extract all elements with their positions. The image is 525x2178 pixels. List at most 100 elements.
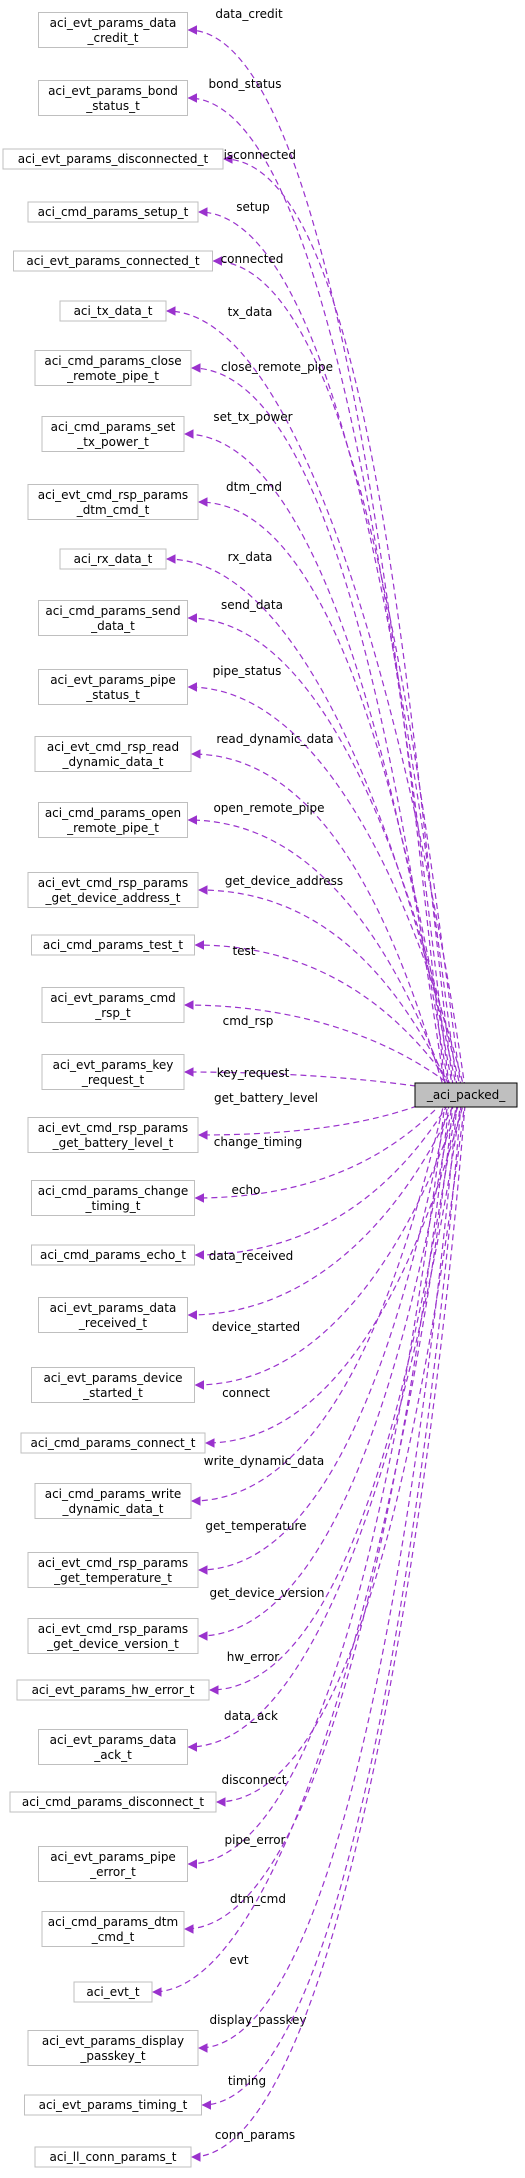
class-node[interactable]: aci_evt_cmd_rsp_read_dynamic_data_t: [34, 736, 192, 772]
class-node-box[interactable]: [27, 201, 199, 223]
class-node-box[interactable]: [41, 1911, 185, 1947]
edge-label: test: [232, 944, 255, 958]
edge-line: [152, 1103, 454, 1997]
class-node[interactable]: aci_evt_params_bond_status_t: [38, 80, 188, 116]
class-node-label: _request_t: [81, 1073, 145, 1087]
class-node-box[interactable]: [31, 934, 195, 956]
class-node-box[interactable]: [38, 80, 188, 116]
class-node[interactable]: aci_cmd_params_setup_t: [27, 201, 199, 223]
class-node[interactable]: aci_cmd_params_close_remote_pipe_t: [34, 350, 192, 386]
class-node[interactable]: aci_cmd_params_disconnect_t: [9, 1791, 217, 1813]
class-node-box[interactable]: [27, 2030, 199, 2066]
class-node[interactable]: aci_evt_params_data_ack_t: [38, 1729, 188, 1765]
class-node-box[interactable]: [34, 1483, 192, 1519]
class-node[interactable]: aci_cmd_params_dtm_cmd_t: [41, 1911, 185, 1947]
class-node-box[interactable]: [38, 600, 188, 636]
class-node-box[interactable]: [27, 872, 199, 908]
class-node[interactable]: aci_evt_params_device_started_t: [31, 1367, 195, 1403]
edge-label: data_credit: [215, 7, 283, 21]
class-node-box[interactable]: [27, 484, 199, 520]
class-node-box[interactable]: [38, 802, 188, 838]
class-node-box[interactable]: [24, 2094, 202, 2116]
class-node-box[interactable]: [38, 12, 188, 48]
class-node[interactable]: aci_evt_params_disconnected_t: [2, 148, 224, 170]
class-node[interactable]: aci_evt_cmd_rsp_params_get_temperature_t: [27, 1552, 199, 1588]
class-node[interactable]: aci_evt_cmd_rsp_params_get_device_versio…: [27, 1618, 199, 1654]
class-node-box[interactable]: [20, 1432, 206, 1454]
class-node[interactable]: aci_evt_cmd_rsp_params_get_device_addres…: [27, 872, 199, 908]
class-node[interactable]: aci_evt_params_display_passkey_t: [27, 2030, 199, 2066]
class-node-box[interactable]: [27, 1117, 199, 1153]
class-node[interactable]: aci_cmd_params_write_dynamic_data_t: [34, 1483, 192, 1519]
class-node[interactable]: aci_evt_params_key_request_t: [41, 1054, 185, 1090]
class-node[interactable]: aci_evt_params_data_received_t: [38, 1297, 188, 1333]
edge-line: [198, 497, 454, 1090]
edge-line: [191, 1104, 466, 2162]
class-node-box[interactable]: [9, 1791, 217, 1813]
class-node[interactable]: aci_evt_params_timing_t: [24, 2094, 202, 2116]
class-node-box[interactable]: [34, 350, 192, 386]
main-node-group[interactable]: _aci_packed_: [414, 1082, 518, 1108]
class-node-box[interactable]: [41, 416, 185, 452]
class-node[interactable]: aci_rx_data_t: [59, 548, 167, 570]
edge-line: [166, 306, 466, 1088]
edge-label: key_request: [217, 1066, 290, 1080]
class-node-label: aci_cmd_params_set: [51, 420, 176, 434]
class-node-box[interactable]: [27, 1552, 199, 1588]
class-node[interactable]: aci_evt_params_data_credit_t: [38, 12, 188, 48]
class-node-box[interactable]: [59, 548, 167, 570]
class-node[interactable]: aci_evt_cmd_rsp_params_dtm_cmd_t: [27, 484, 199, 520]
edge-label: set_tx_power: [213, 410, 292, 424]
class-node-box[interactable]: [41, 1054, 185, 1090]
edge-label: read_dynamic_data: [216, 732, 333, 746]
class-node-box[interactable]: [41, 987, 185, 1023]
class-node[interactable]: aci_cmd_params_connect_t: [20, 1432, 206, 1454]
class-node-box[interactable]: [13, 250, 213, 272]
class-node-box[interactable]: [16, 1679, 210, 1701]
class-node[interactable]: aci_tx_data_t: [59, 300, 167, 322]
edge-label: display_passkey: [209, 2013, 306, 2027]
class-node-box[interactable]: [38, 1729, 188, 1765]
class-node-label: aci_evt_params_key: [53, 1058, 174, 1072]
class-node-box[interactable]: [31, 1367, 195, 1403]
class-node-box[interactable]: [31, 1180, 195, 1216]
class-node-box[interactable]: [38, 1846, 188, 1882]
class-node-box[interactable]: [2, 148, 224, 170]
class-node[interactable]: aci_evt_cmd_rsp_params_get_battery_level…: [27, 1117, 199, 1153]
class-node-label: aci_evt_cmd_rsp_params: [38, 1622, 188, 1636]
class-node-box[interactable]: [31, 1244, 195, 1266]
class-node[interactable]: aci_cmd_params_test_t: [31, 934, 195, 956]
class-node[interactable]: aci_evt_params_connected_t: [13, 250, 213, 272]
edge-line: [198, 1099, 454, 1641]
class-node-box[interactable]: [73, 1981, 153, 2003]
class-node[interactable]: aci_cmd_params_set_tx_power_t: [41, 416, 185, 452]
class-node-box[interactable]: [38, 1297, 188, 1333]
class-node-box[interactable]: [34, 736, 192, 772]
class-node-label: aci_tx_data_t: [74, 304, 153, 318]
class-node[interactable]: aci_cmd_params_open_remote_pipe_t: [38, 802, 188, 838]
main-node-box[interactable]: [414, 1082, 518, 1108]
edge-line: [194, 1097, 462, 1390]
class-node-box[interactable]: [27, 1618, 199, 1654]
class-node[interactable]: aci_evt_params_pipe_status_t: [38, 669, 188, 705]
class-node-box[interactable]: [34, 2146, 192, 2168]
class-node-label: aci_cmd_params_test_t: [43, 938, 183, 952]
class-node-label: _dynamic_data_t: [61, 1502, 163, 1516]
class-node-label: aci_cmd_params_write: [45, 1487, 182, 1501]
class-node-label: aci_evt_params_data: [50, 1733, 177, 1747]
class-node[interactable]: aci_cmd_params_echo_t: [31, 1244, 195, 1266]
class-node-box[interactable]: [59, 300, 167, 322]
class-node[interactable]: aci_cmd_params_change_timing_t: [31, 1180, 195, 1216]
class-node[interactable]: aci_cmd_params_send_data_t: [38, 600, 188, 636]
class-node-label: aci_evt_params_device: [43, 1371, 182, 1385]
edge-label: open_remote_pipe: [213, 801, 324, 815]
class-node[interactable]: aci_ll_conn_params_t: [34, 2146, 192, 2168]
class-node[interactable]: aci_evt_t: [73, 1981, 153, 2003]
class-node[interactable]: aci_evt_params_hw_error_t: [16, 1679, 210, 1701]
main-node-label: _aci_packed_: [426, 1088, 506, 1102]
edge-label: evt: [229, 1953, 248, 1967]
class-node-box[interactable]: [38, 669, 188, 705]
class-node-label: aci_rx_data_t: [74, 552, 153, 566]
class-node[interactable]: aci_evt_params_cmd_rsp_t: [41, 987, 185, 1023]
class-node[interactable]: aci_evt_params_pipe_error_t: [38, 1846, 188, 1882]
